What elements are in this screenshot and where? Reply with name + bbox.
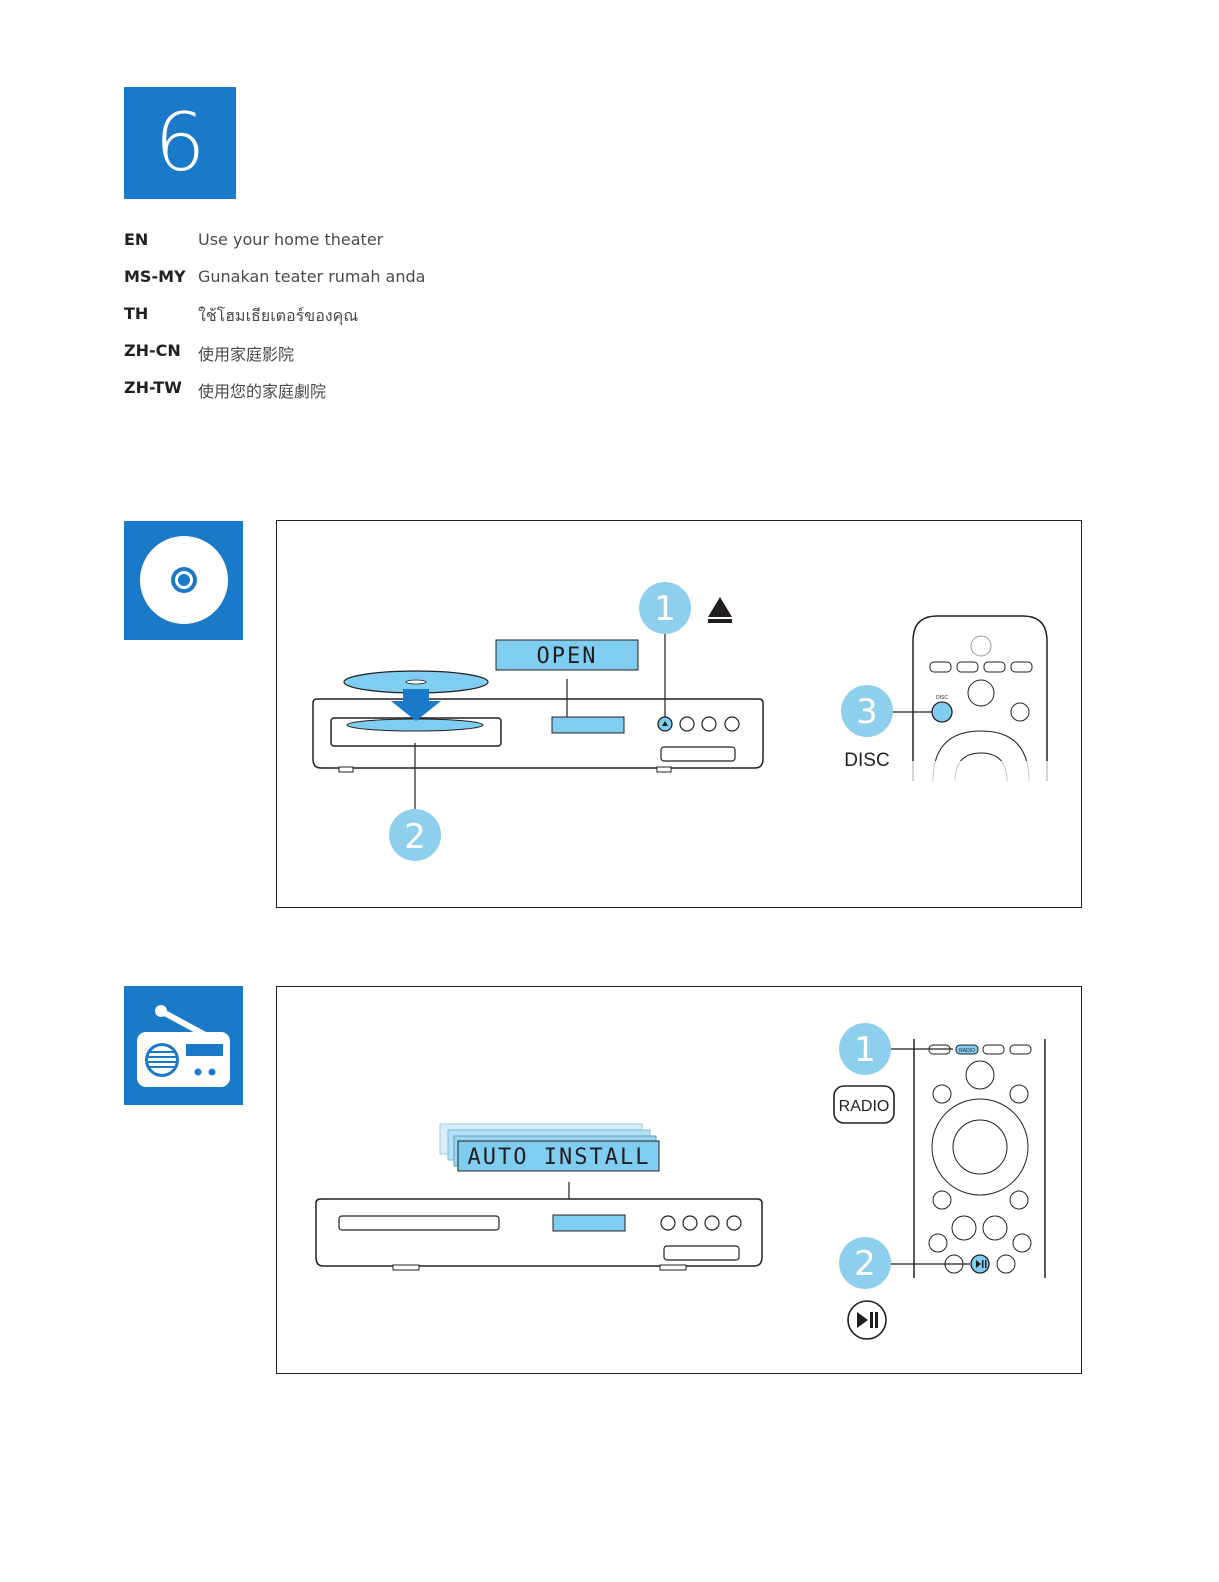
remote-key-label: DISC — [936, 695, 948, 701]
radio-label: RADIO — [839, 1098, 890, 1115]
remote-key-label: RADIO — [959, 1048, 975, 1054]
language-row: ZH-CN 使用家庭影院 — [124, 337, 624, 374]
radio-illustration: AUTO INSTALL — [277, 987, 1083, 1375]
open-display-text: OPEN — [537, 644, 598, 669]
language-code: ZH-TW — [124, 378, 182, 397]
step-number-badge: 6 — [124, 87, 236, 199]
language-title-list: EN Use your home theater MS-MY Gunakan t… — [124, 226, 624, 411]
auto-install-display-text: AUTO INSTALL — [468, 1145, 651, 1170]
callout-number: 3 — [856, 692, 878, 732]
disc-playback-illustration: OPEN 1 2 DISC 3 — [277, 521, 1083, 909]
language-code: TH — [124, 304, 148, 323]
language-title: Use your home theater — [198, 230, 383, 249]
home-theater-player — [316, 1199, 762, 1270]
radio-panel: AUTO INSTALL — [276, 986, 1082, 1374]
eject-icon — [708, 597, 732, 623]
step-number: 6 — [124, 87, 236, 199]
language-code: EN — [124, 230, 148, 249]
radio-icon — [124, 986, 243, 1105]
language-title: 使用您的家庭劇院 — [198, 378, 326, 402]
home-theater-player — [313, 699, 763, 772]
language-title: Gunakan teater rumah anda — [198, 267, 425, 286]
disc-key-button[interactable] — [932, 702, 952, 722]
callout-number: 1 — [654, 589, 676, 629]
language-code: MS-MY — [124, 267, 186, 286]
language-row: TH ใช้โฮมเธียเตอร์ของคุณ — [124, 300, 624, 337]
language-code: ZH-CN — [124, 341, 181, 360]
disc-label: DISC — [844, 750, 889, 771]
disc-icon-tile — [124, 521, 243, 640]
remote-control: RADIO — [914, 1039, 1045, 1278]
callout-number: 2 — [404, 817, 426, 857]
language-row: ZH-TW 使用您的家庭劇院 — [124, 374, 624, 411]
language-row: MS-MY Gunakan teater rumah anda — [124, 263, 624, 300]
remote-control: DISC — [911, 616, 1051, 791]
language-row: EN Use your home theater — [124, 226, 624, 263]
play-pause-icon — [848, 1301, 886, 1339]
language-title: 使用家庭影院 — [198, 341, 294, 365]
disc-icon — [124, 521, 243, 640]
callout-number: 1 — [854, 1030, 876, 1070]
language-title: ใช้โฮมเธียเตอร์ของคุณ — [198, 304, 358, 329]
radio-icon-tile — [124, 986, 243, 1105]
callout-number: 2 — [854, 1244, 876, 1284]
disc-playback-panel: OPEN 1 2 DISC 3 — [276, 520, 1082, 908]
